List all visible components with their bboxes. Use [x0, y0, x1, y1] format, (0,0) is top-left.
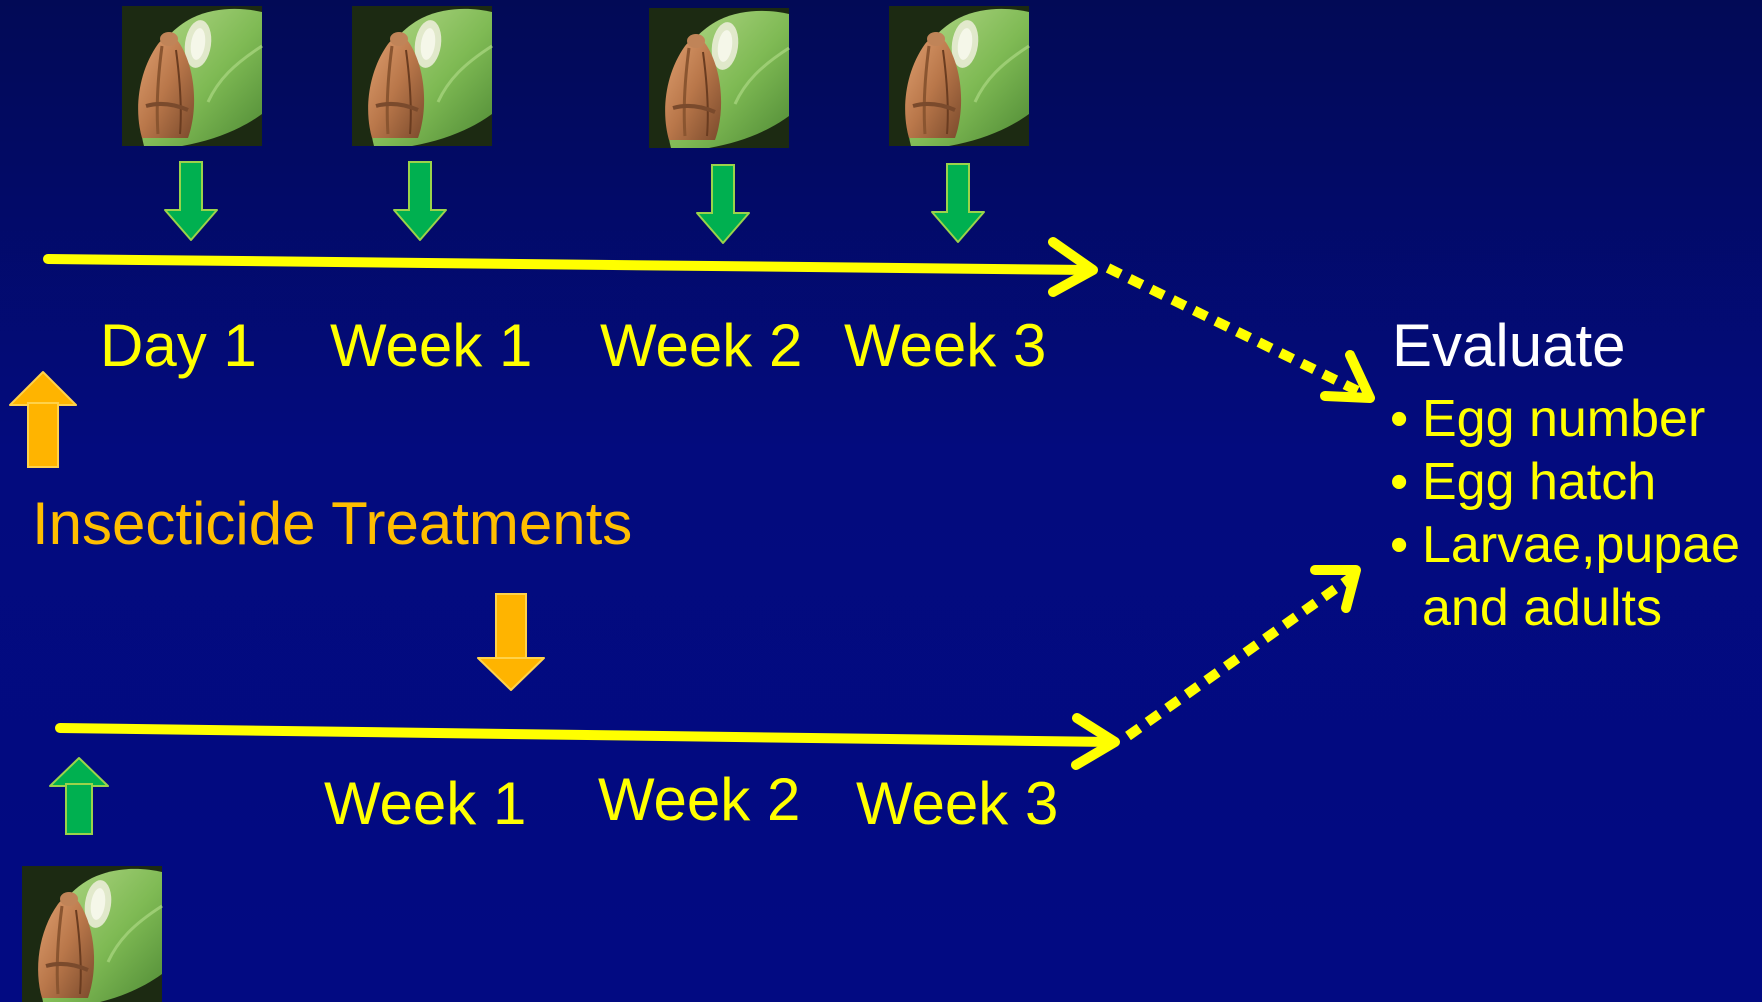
lower-dotted-arrow [1125, 565, 1361, 741]
evaluate-item-egg-hatch: Egg hatch [1390, 451, 1752, 514]
evaluate-item-larvae-pupae-adults: Larvae,pupae and adults [1390, 514, 1752, 640]
lower-timeline-label-week-3: Week 3 [856, 770, 1059, 837]
up-arrow-icon [9, 371, 77, 468]
moth-on-leaf-icon [350, 4, 494, 148]
insecticide-treatments-label: Insecticide Treatments [32, 490, 633, 557]
down-arrow-icon [477, 593, 545, 691]
down-arrow-icon [696, 164, 750, 244]
moth-on-leaf-icon [887, 4, 1031, 148]
moth-on-leaf-icon [20, 864, 164, 1002]
timeline-label-week-2: Week 2 [600, 312, 803, 379]
timeline-label-day-1: Day 1 [100, 312, 257, 379]
upper-timeline-arrow [43, 237, 1098, 297]
down-arrow-icon [393, 161, 447, 241]
moth-on-leaf-icon [647, 6, 791, 150]
evaluate-list: Egg number Egg hatch Larvae,pupae and ad… [1390, 388, 1752, 640]
evaluate-heading: Evaluate [1392, 312, 1626, 379]
timeline-label-week-1: Week 1 [330, 312, 533, 379]
lower-timeline-label-week-2: Week 2 [598, 766, 801, 833]
upper-dotted-arrow [1105, 263, 1375, 403]
lower-timeline-label-week-1: Week 1 [324, 770, 527, 837]
lower-timeline-arrow [55, 713, 1120, 770]
moth-on-leaf-icon [120, 4, 264, 148]
evaluate-item-egg-number: Egg number [1390, 388, 1752, 451]
up-arrow-icon [49, 757, 109, 835]
down-arrow-icon [931, 163, 985, 243]
down-arrow-icon [164, 161, 218, 241]
timeline-label-week-3: Week 3 [844, 312, 1047, 379]
